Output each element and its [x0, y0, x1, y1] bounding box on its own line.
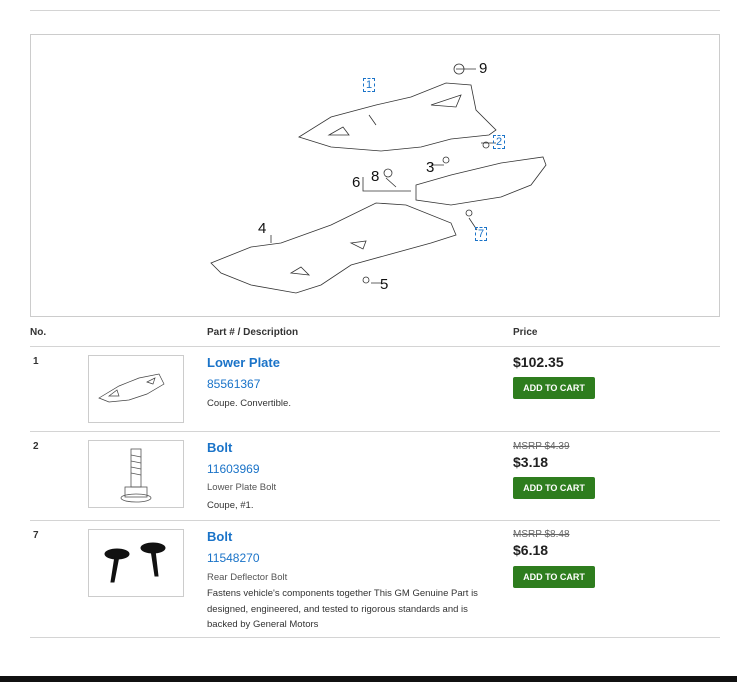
msrp-price: MSRP $8.48 — [513, 529, 570, 540]
part-thumbnail[interactable] — [88, 440, 184, 508]
bottom-bar — [0, 676, 737, 682]
part-thumbnail[interactable] — [88, 529, 184, 597]
row-number: 7 — [33, 530, 39, 541]
callout-3: 3 — [426, 159, 435, 176]
part-number[interactable]: 85561367 — [207, 377, 261, 391]
price: $3.18 — [513, 454, 549, 470]
table-row: 7 Bolt 11548270 Rear Deflector Bolt Fast… — [30, 520, 720, 637]
top-divider — [30, 10, 720, 11]
price: $102.35 — [513, 354, 564, 370]
callout-9: 9 — [479, 60, 488, 77]
table-row: 2 Bolt 11603969 Lower Plate Bolt Coupe, … — [30, 431, 720, 520]
callout-8: 8 — [371, 168, 380, 185]
part-number[interactable]: 11603969 — [207, 462, 260, 476]
parts-diagram: 1 9 2 3 8 6 4 7 5 — [30, 34, 720, 317]
table-row: 1 Lower Plate 85561367 Coupe. Convertibl… — [30, 346, 720, 431]
part-description: Rear Deflector Bolt — [207, 572, 288, 583]
divider — [30, 431, 720, 432]
callout-5: 5 — [380, 276, 389, 293]
part-name-link[interactable]: Bolt — [207, 440, 233, 455]
price: $6.18 — [513, 542, 549, 558]
part-name-link[interactable]: Lower Plate — [207, 355, 280, 370]
callout-4: 4 — [258, 220, 267, 237]
divider — [30, 346, 720, 347]
diagram-drawing — [210, 63, 547, 294]
callout-7[interactable]: 7 — [475, 227, 488, 241]
part-note: Fastens vehicle's components together Th… — [207, 588, 478, 630]
header-price: Price — [513, 327, 538, 338]
add-to-cart-button[interactable]: ADD TO CART — [513, 477, 595, 499]
row-number: 2 — [33, 441, 39, 452]
callout-6: 6 — [352, 174, 361, 191]
callout-2[interactable]: 2 — [493, 135, 506, 149]
part-name-link[interactable]: Bolt — [207, 529, 233, 544]
header-part: Part # / Description — [207, 327, 299, 338]
part-thumbnail[interactable] — [88, 355, 184, 423]
add-to-cart-button[interactable]: ADD TO CART — [513, 377, 595, 399]
divider — [30, 637, 720, 638]
part-note: Coupe, #1. — [207, 500, 254, 511]
part-number[interactable]: 11548270 — [207, 551, 260, 565]
part-note: Coupe. Convertible. — [207, 398, 291, 409]
msrp-price: MSRP $4.39 — [513, 441, 570, 452]
callout-1[interactable]: 1 — [363, 78, 376, 92]
divider — [30, 520, 720, 521]
row-number: 1 — [33, 356, 39, 367]
part-description: Lower Plate Bolt — [207, 482, 277, 493]
header-no: No. — [30, 327, 47, 338]
add-to-cart-button[interactable]: ADD TO CART — [513, 566, 595, 588]
